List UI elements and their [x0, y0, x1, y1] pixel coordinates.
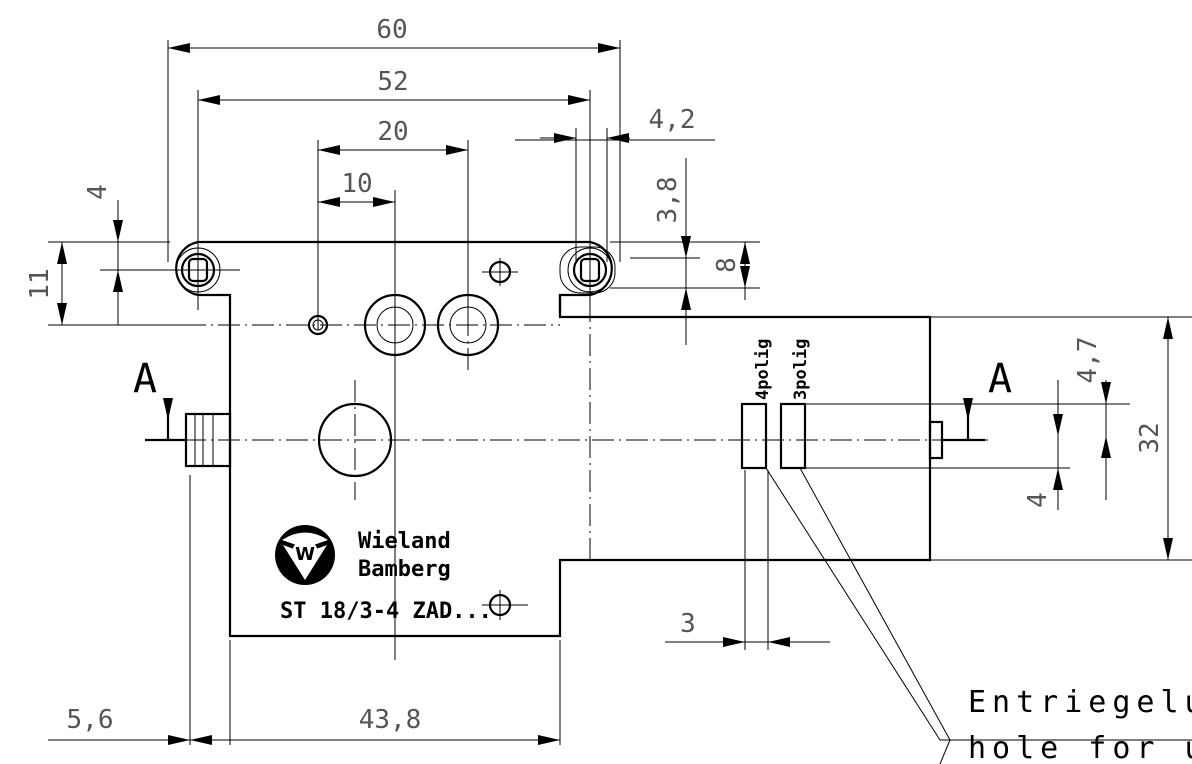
brand-line2: Bamberg	[358, 557, 451, 582]
dim-3: 3	[680, 609, 696, 639]
dim-60: 60	[376, 15, 407, 45]
dim-4-7: 4,7	[1073, 337, 1103, 384]
extension-lines	[48, 40, 1192, 745]
section-lines	[145, 400, 985, 442]
section-mark-left: A	[133, 356, 157, 402]
wieland-logo-icon: W	[275, 525, 335, 585]
dim-5-6: 5,6	[67, 705, 114, 735]
hole-inner-circles	[312, 258, 528, 620]
right-lug-detail	[559, 246, 616, 294]
dim-4-left: 4	[83, 184, 113, 200]
model-label: ST 18/3-4 ZAD...	[280, 599, 492, 624]
dim-4-right: 4	[1023, 492, 1053, 508]
note-line2: hole for unl	[968, 731, 1192, 764]
note-leaders	[765, 467, 1192, 764]
dim-52: 52	[377, 67, 408, 97]
dim-4-2: 4,2	[649, 105, 696, 135]
section-mark-right: A	[988, 356, 1012, 402]
left-lug-detail	[175, 247, 221, 293]
svg-text:W: W	[295, 544, 315, 565]
note-line1: Entriegelung	[968, 685, 1192, 720]
dim-8: 8	[712, 257, 742, 273]
dim-11: 11	[25, 268, 55, 299]
dim-32: 32	[1135, 422, 1165, 453]
dim-3-8: 3,8	[653, 177, 683, 224]
brand-line1: Wieland	[358, 529, 451, 554]
left-connector-detail	[194, 414, 214, 466]
dim-43-8: 43,8	[359, 705, 422, 735]
pole-slots	[740, 402, 807, 470]
dim-20: 20	[377, 117, 408, 147]
pole-3-label: 3polig	[791, 339, 811, 400]
pole-4-label: 4polig	[753, 339, 773, 400]
dim-10: 10	[341, 169, 372, 199]
left-mounting-lug	[180, 252, 216, 288]
center-lines	[150, 280, 990, 560]
right-mounting-lug	[572, 252, 608, 288]
